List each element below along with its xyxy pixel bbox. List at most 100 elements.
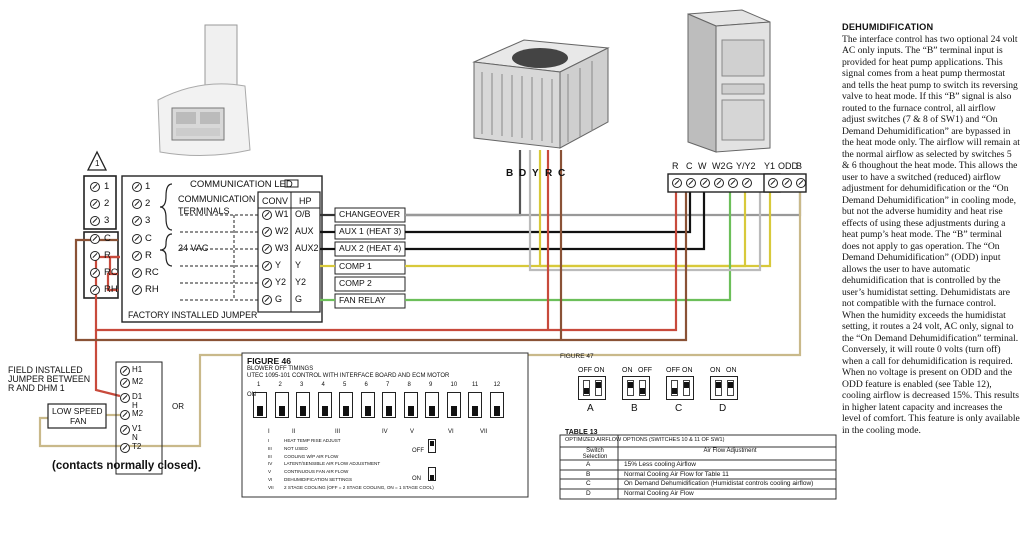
table-13-row-3-switch: C (586, 480, 591, 487)
conv-terminal-screw-icon (262, 210, 272, 220)
conv-terminal-label-3: W3 (275, 243, 289, 253)
hp-terminal-label-1: O/B (295, 209, 311, 219)
outdoor-terminal-label-4: R (545, 168, 553, 179)
conv-terminal-label-6: G (275, 294, 283, 304)
legend-number-1: I (268, 438, 270, 443)
relay-screw-icon (120, 425, 130, 435)
terminal-screw-icon (132, 216, 142, 226)
terminal-screw-icon (90, 216, 100, 226)
dip-switch-10 (446, 392, 461, 418)
terminal-screw-icon (132, 234, 142, 244)
legend-number-3: III (268, 453, 272, 459)
conv-terminal-label-1: W1 (275, 209, 289, 219)
dip-switch-9 (425, 392, 439, 418)
fig47-letter-4: D (719, 403, 727, 414)
dip-group-label-3: III (335, 429, 341, 435)
conv-terminal-screw-icon (262, 295, 272, 305)
conv-terminal-screw-icon (262, 261, 272, 271)
low-speed-fan-label-1: LOW SPEED (52, 406, 103, 416)
terminal-label-right-2: 2 (145, 198, 151, 209)
legend-text-3: COOLING W/P AIR FLOW (284, 453, 339, 459)
terminal-screw-icon (132, 182, 142, 192)
terminal-screw-icon (132, 285, 142, 295)
conv-header: CONV (262, 196, 289, 206)
fig47-switch-1 (578, 376, 606, 400)
dehumidification-text: DEHUMIDIFICATION The interface control h… (842, 22, 1020, 436)
figure-46-subtitle-2: UTEC 1095-101 CONTROL WITH INTERFACE BOA… (247, 373, 450, 379)
relay-screw-icon (120, 393, 130, 403)
table-13-row-2-airflow: Normal Cooling Air Flow for Table 11 (624, 471, 729, 478)
dip-group-label-6: VI (448, 429, 454, 435)
legend-text-6: DEHUMIDIFICATION SETTINGS (284, 477, 353, 482)
fig47-switch-3 (666, 376, 694, 400)
terminal-label-6: RC (104, 267, 118, 278)
dip-switch-number-4: 4 (321, 382, 325, 388)
terminal-screw-icon (90, 182, 100, 192)
fig47-letter-3: C (675, 403, 683, 414)
dip-switch-number-1: 1 (257, 382, 261, 388)
legend-text-5: CONTINUOUS FAN AIR FLOW (284, 469, 349, 475)
legend-number-2: III (268, 445, 272, 451)
terminal-screw-icon (132, 199, 142, 209)
hp-header: HP (299, 196, 312, 206)
fig47-right-label-1: ON (594, 367, 605, 374)
dip-group-label-1: I (268, 429, 270, 435)
furnace-terminal-screw-icon (782, 178, 792, 188)
signal-label-2: AUX 1 (HEAT 3) (339, 226, 402, 236)
legend-switch-on (428, 467, 436, 481)
fig47-left-label-3: OFF (666, 367, 680, 374)
furnace-terminal-label-4: W2 (712, 161, 726, 171)
terminal-screw-icon (90, 234, 100, 244)
furnace-terminal-label-6: Y/Y2 (736, 161, 756, 171)
conv-terminal-screw-icon (262, 278, 272, 288)
fig47-switch-2 (622, 376, 650, 400)
fig47-left-label-1: OFF (578, 367, 592, 374)
table-13-row-1-switch: A (586, 461, 591, 468)
caution-number: 1 (95, 159, 100, 168)
dip-switch-number-12: 12 (493, 382, 501, 388)
terminal-screw-icon (90, 199, 100, 209)
signal-label-1: CHANGEOVER (339, 209, 401, 219)
dip-switch-number-2: 2 (278, 382, 282, 388)
outdoor-unit-image (472, 39, 610, 149)
dip-switch-12 (489, 392, 504, 418)
contacts-note: (contacts normally closed). (52, 460, 201, 472)
terminal-label-right-1: 1 (145, 181, 151, 192)
relay-terminal-label-3: D1 (132, 392, 143, 401)
thermostat-image (157, 24, 251, 157)
furnace-terminal-screw-icon (796, 178, 806, 188)
outdoor-terminal-label-3: Y (532, 168, 539, 179)
figure-46-title: FIGURE 46 (247, 356, 291, 366)
communication-terminals-label-2: TERMINALS (178, 206, 230, 216)
legend-text-1: HEAT TEMP RISE ADJUST (284, 438, 341, 443)
table-13-col1-header: Switch Selection (582, 448, 608, 460)
dip-switch-7 (382, 392, 396, 418)
terminal-label-right-3: 3 (145, 215, 151, 226)
fig47-letter-1: A (587, 403, 594, 414)
furnace-terminal-screw-icon (728, 178, 738, 188)
signal-label-4: COMP 1 (339, 261, 372, 271)
table-13-subtitle: OPTIMIZED AIRFLOW OPTIONS (SWITCHES 10 &… (565, 437, 725, 443)
furnace-terminal-strip (667, 173, 807, 193)
terminal-screw-icon (90, 251, 100, 261)
dip-switch-5 (339, 392, 353, 418)
fig47-right-label-2: OFF (638, 367, 652, 374)
relay-screw-icon (120, 410, 130, 420)
field-jumper-note-1: FIELD INSTALLED (8, 365, 83, 375)
furnace-terminal-label-5: G (726, 161, 734, 171)
dip-group-label-7: VII (480, 429, 488, 435)
relay-terminal-label-1: H1 (132, 365, 143, 374)
furnace-terminal-screw-icon (672, 178, 682, 188)
signal-label-5: COMP 2 (339, 278, 372, 288)
table-13-row-4-airflow: Normal Cooling Air Flow (624, 490, 694, 497)
furnace-terminal-label-9: B (796, 161, 803, 171)
conv-terminal-label-5: Y2 (275, 277, 287, 287)
signal-label-3: AUX 2 (HEAT 4) (339, 243, 402, 253)
terminal-label-right-6: RC (145, 267, 159, 278)
dehumidification-heading: DEHUMIDIFICATION (842, 22, 934, 32)
terminal-label-4: C (104, 233, 111, 244)
furnace-terminal-label-8: ODD (778, 161, 798, 171)
outdoor-terminal-label-1: B (506, 168, 514, 179)
dip-switch-number-6: 6 (364, 382, 368, 388)
factory-jumper-label: FACTORY INSTALLED JUMPER (128, 310, 258, 320)
